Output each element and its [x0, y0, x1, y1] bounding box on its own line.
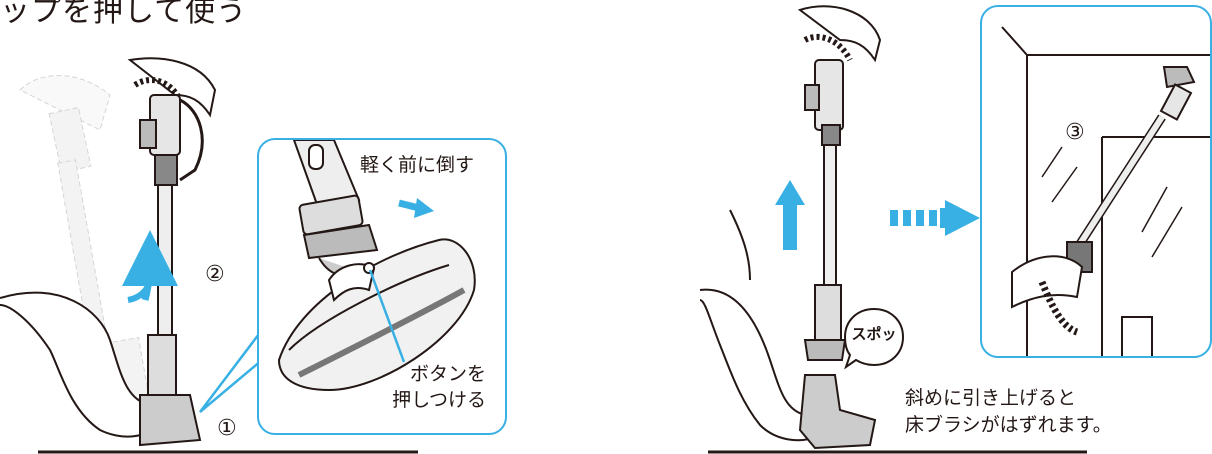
speech-bubble: スポッ [841, 305, 907, 371]
bubble-shape [843, 307, 905, 370]
vacuum-upright-left [127, 57, 217, 447]
step-3-label: ③ [1065, 120, 1085, 145]
bubble-text: スポッ [851, 325, 897, 343]
step-2-label: ② [205, 262, 225, 287]
vacuum-lifted-right [797, 5, 882, 361]
inset-panel-left [257, 138, 507, 435]
inset-panel-right [980, 5, 1212, 358]
inset-illustration-left [277, 140, 476, 392]
ghost-vacuum [19, 75, 150, 404]
transition-arrow [890, 200, 980, 236]
inset-illustration-right [1001, 26, 1210, 356]
detach-note-line2: 床ブラシがはずれます。 [905, 414, 1112, 436]
detach-note-line1: 斜めに引き上げると [905, 387, 1077, 409]
rotate-arrow [121, 230, 178, 301]
section-title: ップを押して使う [0, 0, 248, 29]
inset-button-label-line2: 押しつける [392, 389, 486, 411]
step-1-label: ① [217, 416, 237, 441]
callout-pointer [199, 326, 264, 413]
leg-right [699, 288, 822, 442]
inset-tilt-label: 軽く前に倒す [360, 154, 475, 176]
floor-brush-right [798, 374, 877, 450]
inset-button-label-line1: ボタンを [409, 363, 486, 385]
